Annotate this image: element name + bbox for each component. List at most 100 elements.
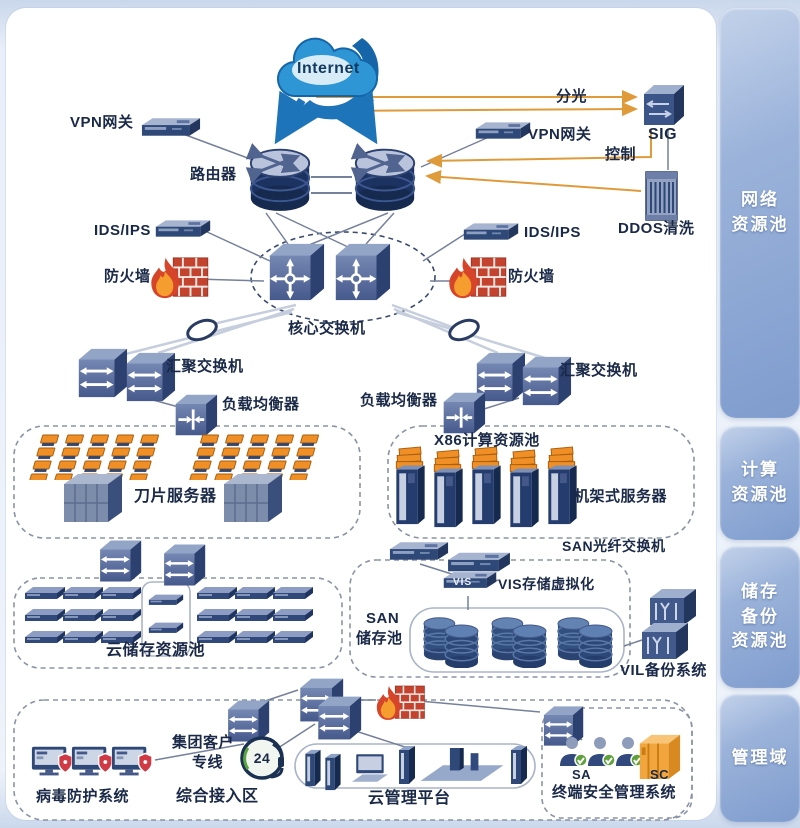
band-storage-pool: 储存 备份 资源池 bbox=[720, 546, 800, 688]
blade-cluster-left-icon bbox=[28, 434, 164, 480]
terminal-security-label: 终端安全管理系统 bbox=[552, 784, 677, 801]
storage-slab-grid-right bbox=[197, 587, 313, 643]
band-line: 资源池 bbox=[731, 631, 789, 651]
group-customer-label-2: 专线 bbox=[192, 754, 224, 771]
platform-rack-icon bbox=[420, 748, 504, 781]
ddos-clean-label: DDOS清洗 bbox=[618, 220, 695, 237]
agg-switch-right-label: 汇聚交换机 bbox=[560, 362, 638, 379]
storage-slab-grid-left bbox=[25, 587, 141, 643]
ids-ips-left-label: IDS/IPS bbox=[94, 222, 151, 239]
rack-server-icon bbox=[395, 446, 426, 525]
band-management-domain: 管理域 bbox=[720, 694, 800, 822]
platform-workstation-icon bbox=[352, 754, 388, 782]
band-network-pool: 网络 资源池 bbox=[720, 8, 800, 418]
vil-backup-top-icon bbox=[649, 588, 697, 626]
blade-cluster-right-icon bbox=[188, 434, 324, 480]
load-balancer-left-label: 负载均衡器 bbox=[222, 396, 300, 413]
load-balancer-right-icon bbox=[442, 391, 486, 435]
vil-backup-bottom-icon bbox=[641, 622, 689, 660]
antivirus-label: 病毒防护系统 bbox=[36, 788, 130, 805]
band-compute-pool: 计算 资源池 bbox=[720, 426, 800, 540]
band-line: 备份 bbox=[741, 606, 779, 626]
san-fc-switch-label: SAN光纤交换机 bbox=[562, 538, 666, 554]
router-label: 路由器 bbox=[190, 166, 237, 183]
mgmt-switch-bottom-icon bbox=[316, 695, 362, 741]
ddos-cleaner-icon bbox=[645, 171, 678, 221]
band-line: 管理域 bbox=[731, 747, 789, 767]
terminal-security-zone bbox=[541, 707, 693, 819]
san-pool-label-2: 储存池 bbox=[356, 630, 403, 647]
sa-user-icon bbox=[587, 736, 616, 767]
platform-server-icon bbox=[325, 753, 341, 791]
control-label: 控制 bbox=[605, 146, 637, 163]
internet-label: Internet bbox=[297, 60, 360, 77]
rack-server-icon bbox=[509, 449, 540, 528]
band-line: 网络 bbox=[741, 190, 779, 210]
cloud-platform-box bbox=[294, 743, 536, 789]
sa-user-icon bbox=[615, 736, 644, 767]
blade-chassis-left-icon bbox=[63, 473, 123, 523]
san-switch-b-icon bbox=[448, 552, 510, 572]
firewall-right-label: 防火墙 bbox=[508, 268, 555, 285]
firewall-left-label: 防火墙 bbox=[104, 268, 151, 285]
platform-server-icon bbox=[399, 746, 415, 784]
vis-badge: VIS bbox=[453, 577, 473, 588]
sc-label: SC bbox=[650, 767, 670, 782]
storage-switch-right-icon bbox=[162, 543, 206, 587]
san-pool-label-1: SAN bbox=[366, 610, 400, 627]
sa-label: SA bbox=[572, 767, 592, 782]
core-switch-label: 核心交换机 bbox=[288, 320, 366, 337]
storage-slab-mid bbox=[148, 594, 184, 633]
rack-server-zone bbox=[387, 425, 695, 539]
agg-switch-left-label: 汇聚交换机 bbox=[166, 358, 244, 375]
blade-server-label: 刀片服务器 bbox=[134, 488, 217, 505]
vil-backup-label: VIL备份系统 bbox=[620, 662, 707, 679]
san-disk-icon bbox=[491, 617, 547, 668]
band-line: 储存 bbox=[741, 582, 779, 602]
core-switch-left-icon bbox=[268, 242, 326, 302]
mgmt-switch-left-icon bbox=[226, 699, 270, 743]
ids-ips-right-label: IDS/IPS bbox=[524, 224, 581, 241]
rack-server-icon bbox=[547, 446, 578, 525]
core-switch-zone bbox=[250, 231, 436, 323]
vis-virtualization-label: VIS存储虚拟化 bbox=[498, 576, 595, 592]
cloud-platform-label: 云管理平台 bbox=[368, 790, 451, 807]
san-disk-icon bbox=[423, 617, 479, 668]
sig-icon bbox=[643, 84, 685, 126]
internet-cloud-icon bbox=[274, 37, 379, 145]
rack-server-icon bbox=[433, 449, 464, 528]
sig-label: SIG bbox=[648, 126, 678, 143]
integrated-access-label: 综合接入区 bbox=[176, 788, 259, 805]
ids-ips-right-icon bbox=[463, 223, 519, 240]
group-customer-label-1: 集团客户 bbox=[172, 734, 235, 751]
loop-right-icon bbox=[445, 316, 483, 344]
ids-ips-left-icon bbox=[155, 220, 211, 237]
rack-server-label: 机架式服务器 bbox=[574, 488, 668, 505]
core-switch-right-icon bbox=[334, 242, 392, 302]
san-disk-box bbox=[409, 607, 625, 673]
loop-left-icon bbox=[183, 316, 221, 344]
antivirus-monitor-icon bbox=[31, 746, 72, 777]
badge-24: 24 bbox=[253, 750, 271, 766]
band-line: 资源池 bbox=[731, 485, 789, 504]
x86-pool-label: X86计算资源池 bbox=[434, 432, 540, 449]
platform-server-icon bbox=[511, 746, 527, 784]
load-balancer-left-icon bbox=[174, 393, 218, 437]
san-disk-icon bbox=[557, 617, 613, 668]
optical-split-label: 分光 bbox=[556, 88, 588, 105]
vpn-gateway-left-icon bbox=[141, 118, 201, 136]
firewall-left-icon bbox=[150, 256, 209, 300]
vpn-gateway-left-label: VPN网关 bbox=[70, 114, 134, 131]
load-balancer-right-label: 负载均衡器 bbox=[360, 392, 438, 409]
storage-switch-left-icon bbox=[98, 539, 142, 583]
san-switch-a-icon bbox=[389, 542, 449, 560]
cloud-storage-pool-label: 云储存资源池 bbox=[106, 642, 206, 659]
vpn-gateway-right-icon bbox=[475, 122, 531, 139]
rack-server-icon bbox=[471, 446, 502, 525]
terminal-switch-icon bbox=[542, 705, 584, 747]
antivirus-monitor-icon bbox=[111, 746, 152, 777]
mgmt-firewall-icon bbox=[376, 685, 426, 721]
firewall-right-icon bbox=[448, 256, 507, 300]
